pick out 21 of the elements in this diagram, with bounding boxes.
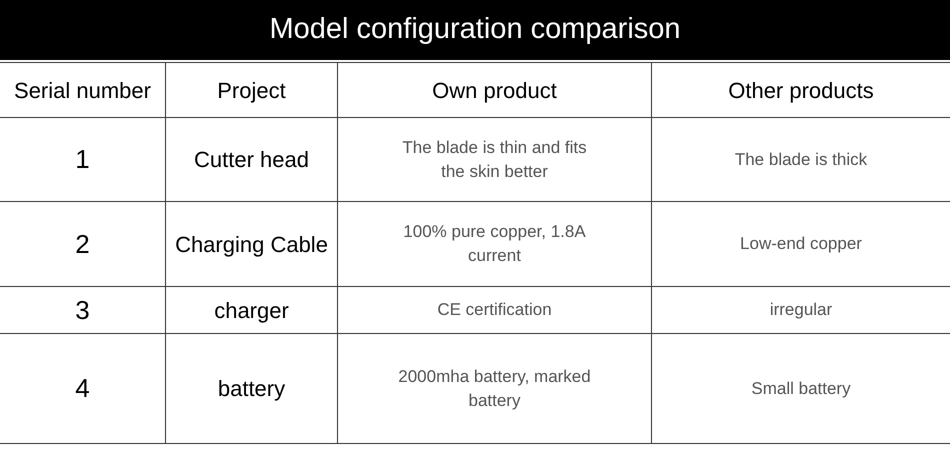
cell-text: The blade is thin and fits the skin better xyxy=(401,136,588,182)
column-header: Other products xyxy=(728,76,874,105)
column-header: Serial number xyxy=(14,76,151,104)
cell-text: Small battery xyxy=(751,378,851,400)
row-number: 2 xyxy=(75,228,90,260)
item-name: Cutter head xyxy=(194,146,309,174)
item-name: battery xyxy=(218,375,286,403)
item-name: Charging Cable xyxy=(175,230,328,259)
cell-text: 100% pure copper, 1.8A current xyxy=(402,221,587,267)
cell-text: CE certification xyxy=(437,299,552,321)
row-number: 4 xyxy=(75,372,90,405)
cell-text: irregular xyxy=(770,299,832,321)
row-number: 1 xyxy=(75,143,90,176)
cell-text: The blade is thick xyxy=(734,148,868,170)
title: Model configuration comparison xyxy=(269,12,681,48)
cell-text: 2000mha battery, marked battery xyxy=(397,366,592,412)
cell-text: Low-end copper xyxy=(740,233,862,255)
column-header: Own product xyxy=(432,76,557,105)
row-number: 3 xyxy=(75,294,90,326)
column-header: Project xyxy=(217,76,286,105)
item-name: charger xyxy=(214,296,289,325)
